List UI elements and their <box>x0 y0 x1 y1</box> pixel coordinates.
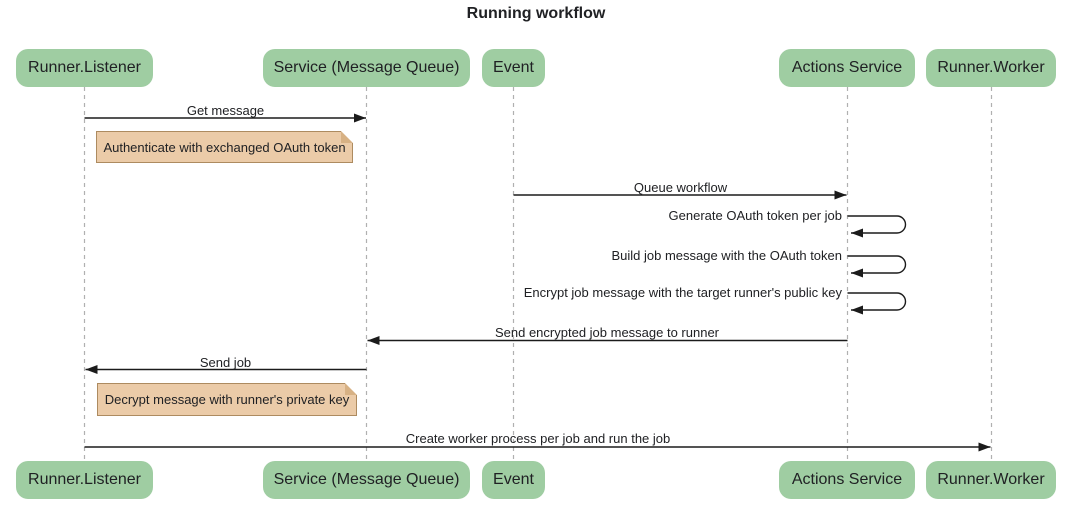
diagram-title: Running workflow <box>466 5 606 22</box>
note-authenticate-oauth: Authenticate with exchanged OAuth token <box>96 131 353 163</box>
participant-actions-service-bottom: Actions Service <box>779 461 915 499</box>
message-label-send-job: Send job <box>199 355 252 370</box>
message-label-send-encrypted: Send encrypted job message to runner <box>494 325 720 340</box>
participant-runner-listener-top: Runner.Listener <box>16 49 153 87</box>
self-loop-generate-oauth-token <box>847 215 907 238</box>
self-loop-build-job-message <box>847 255 907 278</box>
message-label-build-job-message: Build job message with the OAuth token <box>611 248 842 263</box>
message-label-create-worker: Create worker process per job and run th… <box>405 431 671 446</box>
note-decrypt-message: Decrypt message with runner's private ke… <box>97 383 357 416</box>
message-label-generate-oauth: Generate OAuth token per job <box>668 208 842 223</box>
participant-event-bottom: Event <box>482 461 545 499</box>
self-loop-encrypt-job-message <box>847 292 907 315</box>
participant-service-queue-bottom: Service (Message Queue) <box>263 461 470 499</box>
message-label-queue-workflow: Queue workflow <box>633 180 728 195</box>
participant-runner-worker-bottom: Runner.Worker <box>926 461 1056 499</box>
message-label-get-message: Get message <box>186 103 265 118</box>
participant-event-top: Event <box>482 49 545 87</box>
participant-service-queue-top: Service (Message Queue) <box>263 49 470 87</box>
participant-runner-worker-top: Runner.Worker <box>926 49 1056 87</box>
participant-runner-listener-bottom: Runner.Listener <box>16 461 153 499</box>
message-label-encrypt-job: Encrypt job message with the target runn… <box>523 285 842 300</box>
participant-actions-service-top: Actions Service <box>779 49 915 87</box>
